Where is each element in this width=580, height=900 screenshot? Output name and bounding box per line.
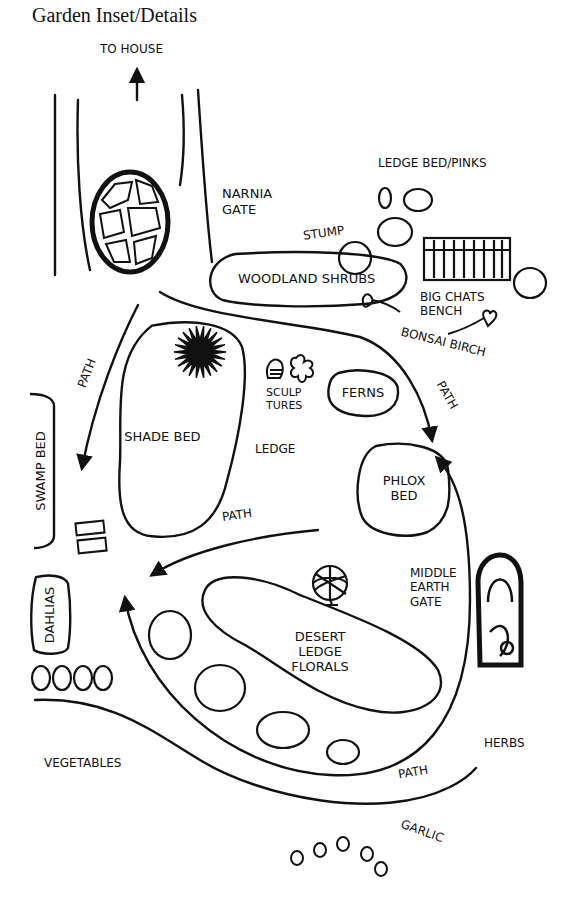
ledge-features: [424, 249, 510, 251]
stepping-stones: [195, 665, 245, 711]
narnia-gate: [134, 236, 156, 264]
narnia-gate: [102, 182, 132, 208]
map-label: BIG CHATS BENCH: [420, 290, 510, 319]
map-label: PATH: [397, 762, 429, 781]
garlic-bulbs: [291, 851, 303, 865]
ledge-features: [514, 268, 546, 298]
map-label: SCULP TURES: [266, 386, 316, 412]
map-label: PATH: [221, 506, 253, 524]
map-label: TO HOUSE: [100, 42, 163, 56]
sculptures: [291, 355, 313, 382]
stepping-stones: [32, 666, 50, 690]
armillary-sundial: [313, 566, 347, 600]
stepping-stones: [149, 611, 191, 659]
garlic-bulbs: [375, 862, 387, 876]
middle-earth-gate: [478, 555, 521, 665]
path-lines: [78, 100, 91, 270]
map-label: STUMP: [302, 223, 345, 243]
middle-earth-gate: [478, 555, 521, 665]
bed-outline-path: [202, 577, 441, 712]
path-lines: [198, 90, 212, 262]
bed-label: DESERT LEDGE FLORALS: [284, 630, 356, 675]
path-lines: [180, 95, 184, 185]
stepping-slabs: [77, 538, 106, 554]
garlic-bulbs: [361, 847, 373, 861]
narnia-gate: [92, 172, 168, 272]
map-title: Garden Inset/Details: [32, 4, 197, 27]
map-label: NARNIA GATE: [222, 186, 284, 217]
garden-bed: PHLOX BED: [354, 440, 454, 538]
map-label: LEDGE BED/PINKS: [378, 156, 487, 170]
bed-label: DAHLIAS: [43, 586, 58, 643]
bed-outline-path: [328, 370, 398, 416]
path-lines: [125, 458, 470, 775]
path-lines: [35, 700, 476, 804]
map-label: VEGETABLES: [44, 756, 121, 770]
stepping-stones: [257, 712, 309, 748]
fuzzy-bush: [174, 326, 226, 377]
bed-outline-path: [119, 322, 245, 537]
bed-label: WOODLAND SHRUBS: [238, 272, 375, 287]
bed-label: SHADE BED: [124, 430, 200, 445]
path-lines: [54, 95, 56, 275]
middle-earth-gate: [490, 626, 508, 656]
garden-bed: DAHLIAS: [28, 573, 72, 656]
bed-label: FERNS: [342, 386, 385, 401]
sculptures: [267, 360, 283, 378]
ledge-features: [424, 238, 510, 280]
bed-outline-path: [30, 394, 54, 548]
stepping-slabs: [75, 521, 106, 554]
bed-outline-path: [358, 444, 450, 536]
stepping-stones: [53, 666, 71, 690]
armillary-sundial: [313, 566, 347, 600]
path-lines: [136, 70, 138, 100]
bonsai-birch: [448, 318, 484, 334]
path-lines: [35, 70, 476, 804]
ledge-features: [434, 240, 502, 278]
stepping-stones: [327, 740, 359, 764]
fuzzy-bush: [174, 326, 226, 377]
bed-outline-path: [31, 576, 70, 654]
stepping-stones: [94, 666, 112, 690]
garden-bed: WOODLAND SHRUBS: [203, 250, 410, 308]
map-label: PATH: [433, 379, 461, 412]
narnia-gate: [100, 180, 160, 264]
map-label: GARLIC: [399, 817, 446, 846]
middle-earth-gate: [501, 642, 513, 654]
garden-bed: SWAMP BED: [28, 392, 60, 550]
garlic-bulbs: [314, 843, 326, 857]
ledge-features: [378, 218, 412, 246]
bonsai-birch: [483, 311, 496, 326]
garlic-bulbs: [291, 837, 387, 876]
map-label: LEDGE: [255, 442, 295, 456]
path-lines: [160, 292, 432, 440]
narnia-gate: [106, 240, 130, 262]
ledge-features: [339, 242, 371, 274]
stepping-stones: [32, 611, 359, 764]
map-label: HERBS: [484, 736, 525, 750]
stepping-stones: [74, 666, 92, 690]
garden-bed: DESERT LEDGE FLORALS: [190, 570, 445, 725]
ledge-features: [379, 188, 391, 208]
bed-outline-path: [210, 252, 406, 306]
bed-label: PHLOX BED: [374, 474, 434, 504]
map-label: MIDDLE EARTH GATE: [410, 566, 462, 609]
narnia-gate: [128, 208, 160, 236]
middle-earth-gate: [488, 580, 512, 603]
map-label: BONSAI BIRCH: [400, 325, 488, 360]
narnia-gate: [92, 172, 168, 272]
stepping-slabs: [75, 521, 104, 536]
narnia-gate: [100, 210, 124, 238]
sculptures: [267, 355, 313, 382]
ledge-features: [404, 189, 432, 211]
garlic-bulbs: [337, 837, 349, 851]
bed-label: SWAMP BED: [34, 431, 49, 511]
narnia-gate: [136, 180, 158, 204]
map-label: PATH: [75, 357, 100, 390]
armillary-sundial: [313, 566, 347, 605]
garden-bed: FERNS: [325, 367, 401, 419]
